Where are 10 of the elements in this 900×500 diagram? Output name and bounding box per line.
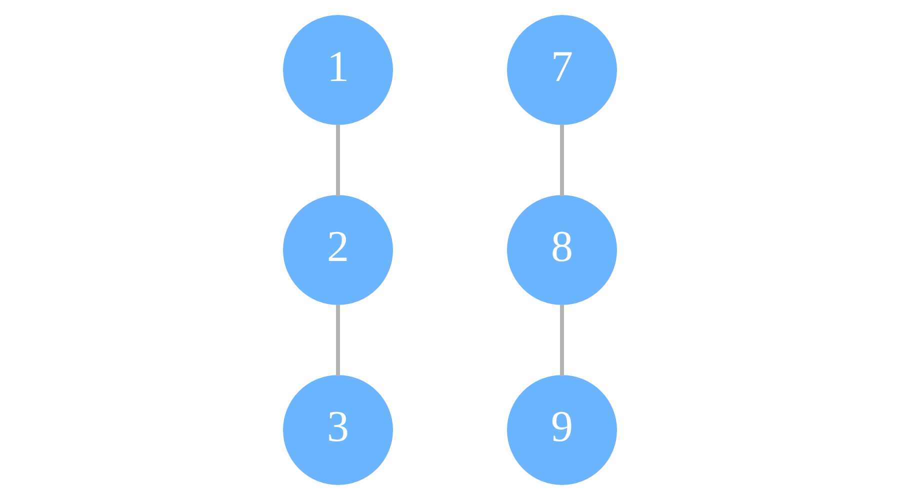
node-circle: 9 [507,375,617,485]
node-circle: 3 [283,375,393,485]
node-circle: 1 [283,15,393,125]
connector [336,124,340,196]
node-circle: 8 [507,195,617,305]
node-circle: 2 [283,195,393,305]
connector [336,304,340,376]
connector [560,304,564,376]
connector [560,124,564,196]
node-circle: 7 [507,15,617,125]
